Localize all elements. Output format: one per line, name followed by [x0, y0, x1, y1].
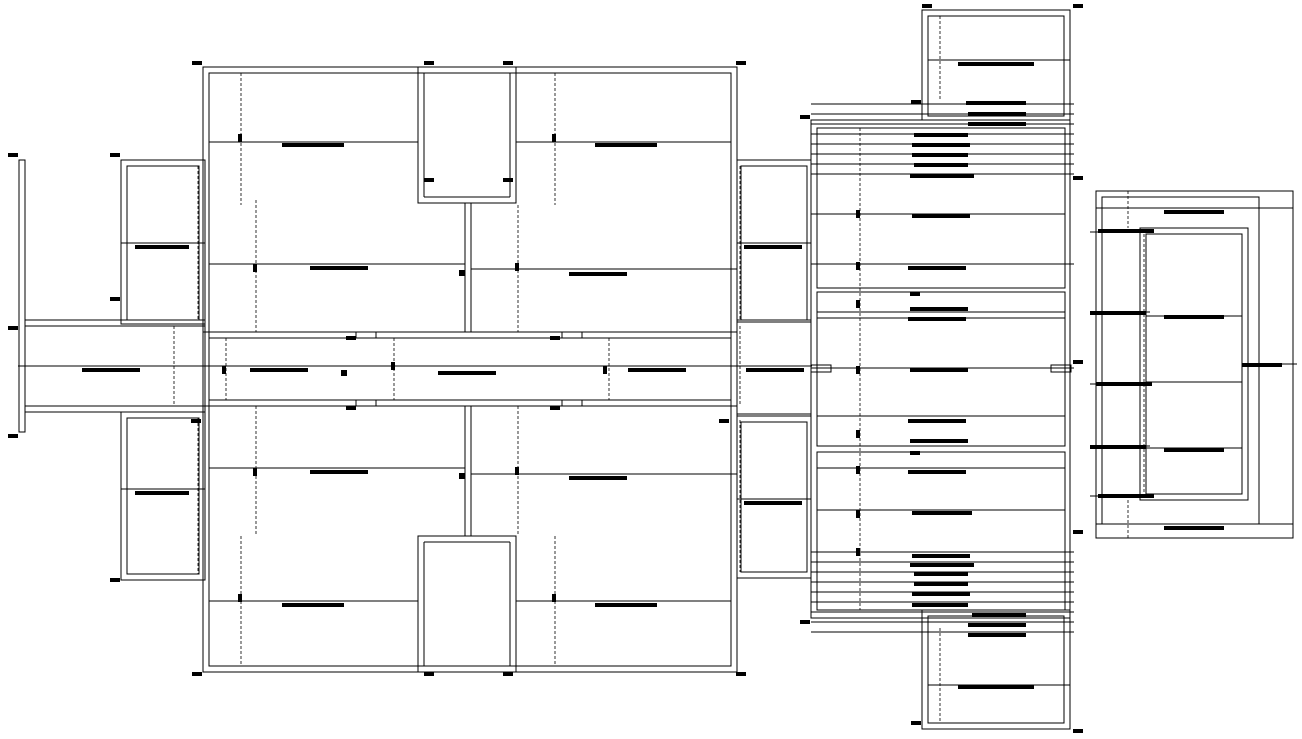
left-wing	[18, 153, 206, 582]
right-mid-wing	[736, 159, 812, 579]
central-block	[191, 61, 812, 676]
left-column-strip	[8, 153, 26, 438]
far-right-detail	[1090, 190, 1297, 539]
right-service-block	[800, 4, 1083, 733]
